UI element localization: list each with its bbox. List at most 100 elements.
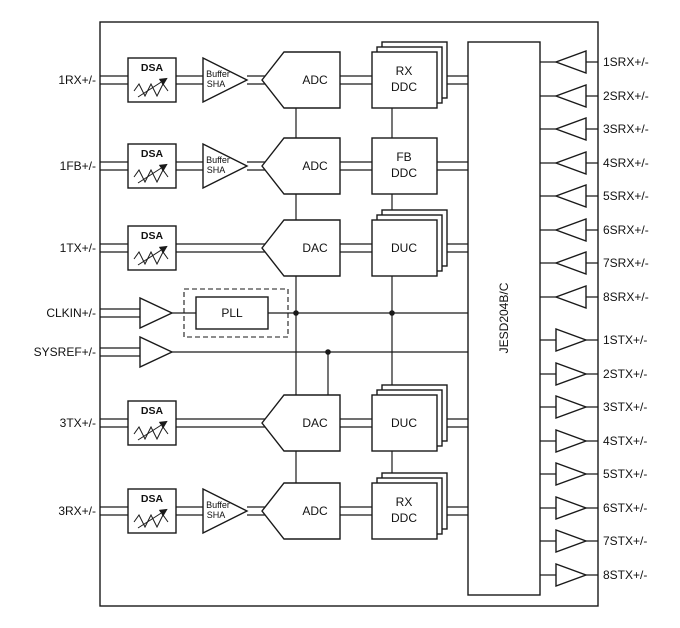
pin-label-5stx: 5STX+/- <box>603 467 647 481</box>
rx-ddc-label-line2: DDC <box>391 511 417 525</box>
buffer-label: Buffer <box>206 500 230 510</box>
adc-label: ADC <box>302 159 328 173</box>
fb-ddc-block-1fb <box>371 137 438 195</box>
srx-buffer-triangle-7 <box>553 250 587 276</box>
wires-row-1fb <box>100 161 468 171</box>
srx-buffer-triangle-6 <box>553 217 587 243</box>
dsa-block-1tx <box>127 225 177 271</box>
sysref-buffer-triangle <box>139 335 174 369</box>
rx-ddc-block-1rx <box>371 51 438 109</box>
dac-label: DAC <box>302 241 328 255</box>
pin-label-1tx: 1TX+/- <box>60 241 96 255</box>
srx-buffer-triangle-4 <box>553 150 587 176</box>
pin-label-2stx: 2STX+/- <box>603 367 647 381</box>
srx-buffer-triangle-3 <box>553 116 587 142</box>
pin-label-1stx: 1STX+/- <box>603 333 647 347</box>
adc-block-1rx <box>261 51 341 109</box>
stx-buffer-triangle-1 <box>555 327 589 353</box>
stx-buffer-triangle-4 <box>555 428 589 454</box>
clock-junction-dot <box>293 310 299 316</box>
clock-junction-dot <box>389 310 395 316</box>
rx-ddc-label-line2: DDC <box>391 80 417 94</box>
wires-srx <box>540 61 598 298</box>
attenuator-arrow-icon <box>137 77 168 98</box>
dac-label: DAC <box>302 416 328 430</box>
dsa-label: DSA <box>141 493 164 505</box>
pin-label-3stx: 3STX+/- <box>603 400 647 414</box>
duc-block-1tx <box>371 219 438 277</box>
wires-stx <box>540 339 598 576</box>
sysref-junction-dot <box>325 349 331 355</box>
clkin-buffer-triangle <box>139 296 174 330</box>
attenuator-arrow-icon <box>137 163 168 184</box>
stx-buffer-triangle-6 <box>555 495 589 521</box>
wires-row-1rx <box>100 75 468 85</box>
buffer-label: Buffer <box>206 155 230 165</box>
adc-block-3rx <box>261 482 341 540</box>
dsa-icons <box>133 77 169 529</box>
fb-ddc-label-line1: FB <box>396 150 411 164</box>
pin-label-clkin: CLKIN+/- <box>46 306 96 320</box>
pin-label-8srx: 8SRX+/- <box>603 290 649 304</box>
attenuator-arrow-icon <box>137 245 168 266</box>
stx-buffer-triangle-7 <box>555 528 589 554</box>
wires-row-3tx <box>100 418 468 428</box>
fb-ddc-label-line2: DDC <box>391 166 417 180</box>
stx-buffer-triangle-5 <box>555 461 589 487</box>
pin-label-4srx: 4SRX+/- <box>603 156 649 170</box>
duc-label: DUC <box>391 416 417 430</box>
stx-buffer-triangle-2 <box>555 361 589 387</box>
attenuator-arrow-icon <box>137 420 168 441</box>
stx-buffer-triangle-8 <box>555 562 589 588</box>
buffer-sha-triangle-1rx <box>202 56 249 104</box>
wire-layer <box>100 61 598 576</box>
pin-label-sysref: SYSREF+/- <box>34 345 96 359</box>
dsa-block-3tx <box>127 400 177 446</box>
adc-label: ADC <box>302 73 328 87</box>
dsa-label: DSA <box>141 405 164 417</box>
dsa-block-3rx <box>127 488 177 534</box>
wires-clkin <box>100 308 468 318</box>
dac-block-1tx <box>261 219 341 277</box>
pin-label-2srx: 2SRX+/- <box>603 89 649 103</box>
pin-label-4stx: 4STX+/- <box>603 434 647 448</box>
srx-buffer-triangle-8 <box>553 284 587 310</box>
duc-block-3tx <box>371 394 438 452</box>
chip-outline <box>99 21 599 607</box>
pin-label-5srx: 5SRX+/- <box>603 189 649 203</box>
sha-label: SHA <box>207 165 226 175</box>
pin-label-6srx: 6SRX+/- <box>603 223 649 237</box>
dsa-label: DSA <box>141 148 164 160</box>
sha-label: SHA <box>207 510 226 520</box>
pin-label-1fb: 1FB+/- <box>60 159 96 173</box>
pin-label-7srx: 7SRX+/- <box>603 256 649 270</box>
pll-label: PLL <box>221 306 243 320</box>
wires-row-1tx <box>100 243 468 253</box>
dsa-block-1rx <box>127 57 177 103</box>
stx-buffer-triangle-3 <box>555 394 589 420</box>
dsa-block-1fb <box>127 143 177 189</box>
buffer-sha-triangle-3rx <box>202 487 249 535</box>
dsa-label: DSA <box>141 62 164 74</box>
pin-label-1rx: 1RX+/- <box>58 73 96 87</box>
jesd204-label: JESD204B/C <box>497 282 511 353</box>
pin-label-1srx: 1SRX+/- <box>603 55 649 69</box>
pll-dashed-region <box>183 288 289 338</box>
buffer-sha-triangle-1fb <box>202 142 249 190</box>
buffer-label: Buffer <box>206 69 230 79</box>
pin-label-7stx: 7STX+/- <box>603 534 647 548</box>
rx-ddc-label-line1: RX <box>396 495 413 509</box>
pin-label-6stx: 6STX+/- <box>603 501 647 515</box>
attenuator-arrow-icon <box>137 508 168 529</box>
pin-label-3tx: 3TX+/- <box>60 416 96 430</box>
duc-label: DUC <box>391 241 417 255</box>
junction-dots <box>293 310 395 355</box>
sha-label: SHA <box>207 79 226 89</box>
rx-ddc-label-line1: RX <box>396 64 413 78</box>
pin-label-3srx: 3SRX+/- <box>603 122 649 136</box>
adc-label: ADC <box>302 504 328 518</box>
pll-block <box>195 296 269 330</box>
dsa-label: DSA <box>141 230 164 242</box>
